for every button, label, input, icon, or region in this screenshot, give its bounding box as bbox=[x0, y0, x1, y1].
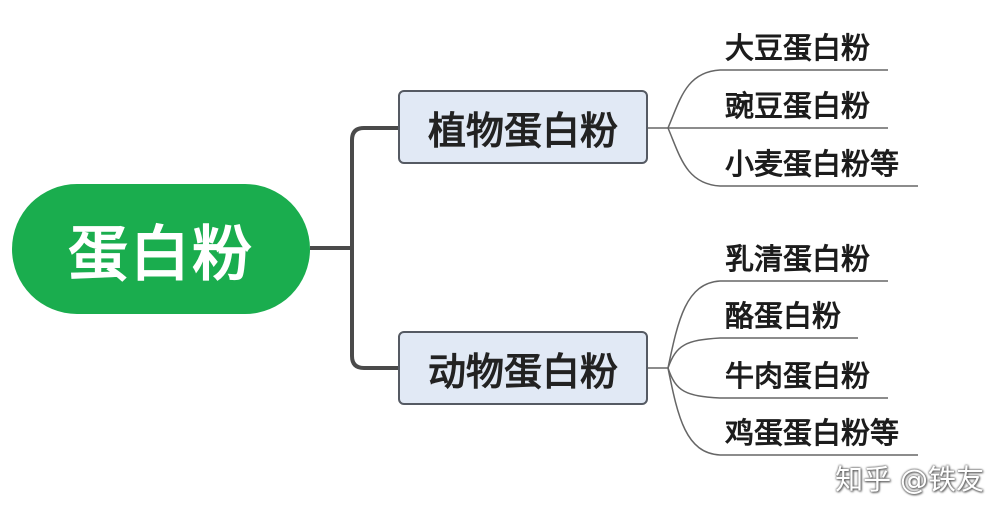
branch-node-animal-protein: 动物蛋白粉 bbox=[398, 331, 648, 405]
leaf-line-beef bbox=[667, 367, 888, 399]
root-node-label: 蛋白粉 bbox=[68, 219, 254, 290]
leaf-beef-protein: 牛肉蛋白粉 bbox=[725, 359, 871, 393]
leaf-line-whey bbox=[667, 280, 888, 369]
leaf-line-casein bbox=[667, 337, 858, 369]
leaf-connectors bbox=[648, 69, 918, 456]
root-node: 蛋白粉 bbox=[12, 184, 310, 314]
leaf-soy-protein: 大豆蛋白粉 bbox=[725, 31, 871, 65]
leaf-casein-protein: 酪蛋白粉 bbox=[725, 299, 842, 333]
branch-node-label: 植物蛋白粉 bbox=[427, 108, 618, 153]
leaf-line-soy bbox=[667, 69, 888, 129]
leaf-wheat-protein: 小麦蛋白粉等 bbox=[725, 147, 900, 181]
leaf-line-egg bbox=[667, 367, 918, 456]
leaf-line-wheat bbox=[667, 127, 918, 187]
connector-to-plant-branch bbox=[350, 126, 398, 248]
watermark-text: 知乎 @铁友 bbox=[835, 463, 984, 496]
leaf-egg-protein: 鸡蛋蛋白粉等 bbox=[725, 416, 900, 450]
connector-to-animal-branch bbox=[350, 248, 398, 370]
leaf-whey-protein: 乳清蛋白粉 bbox=[725, 242, 871, 276]
root-to-branch-connectors bbox=[310, 126, 398, 370]
leaf-pea-protein: 豌豆蛋白粉 bbox=[725, 89, 871, 123]
branch-node-plant-protein: 植物蛋白粉 bbox=[398, 90, 648, 164]
branch-node-label: 动物蛋白粉 bbox=[427, 349, 618, 394]
